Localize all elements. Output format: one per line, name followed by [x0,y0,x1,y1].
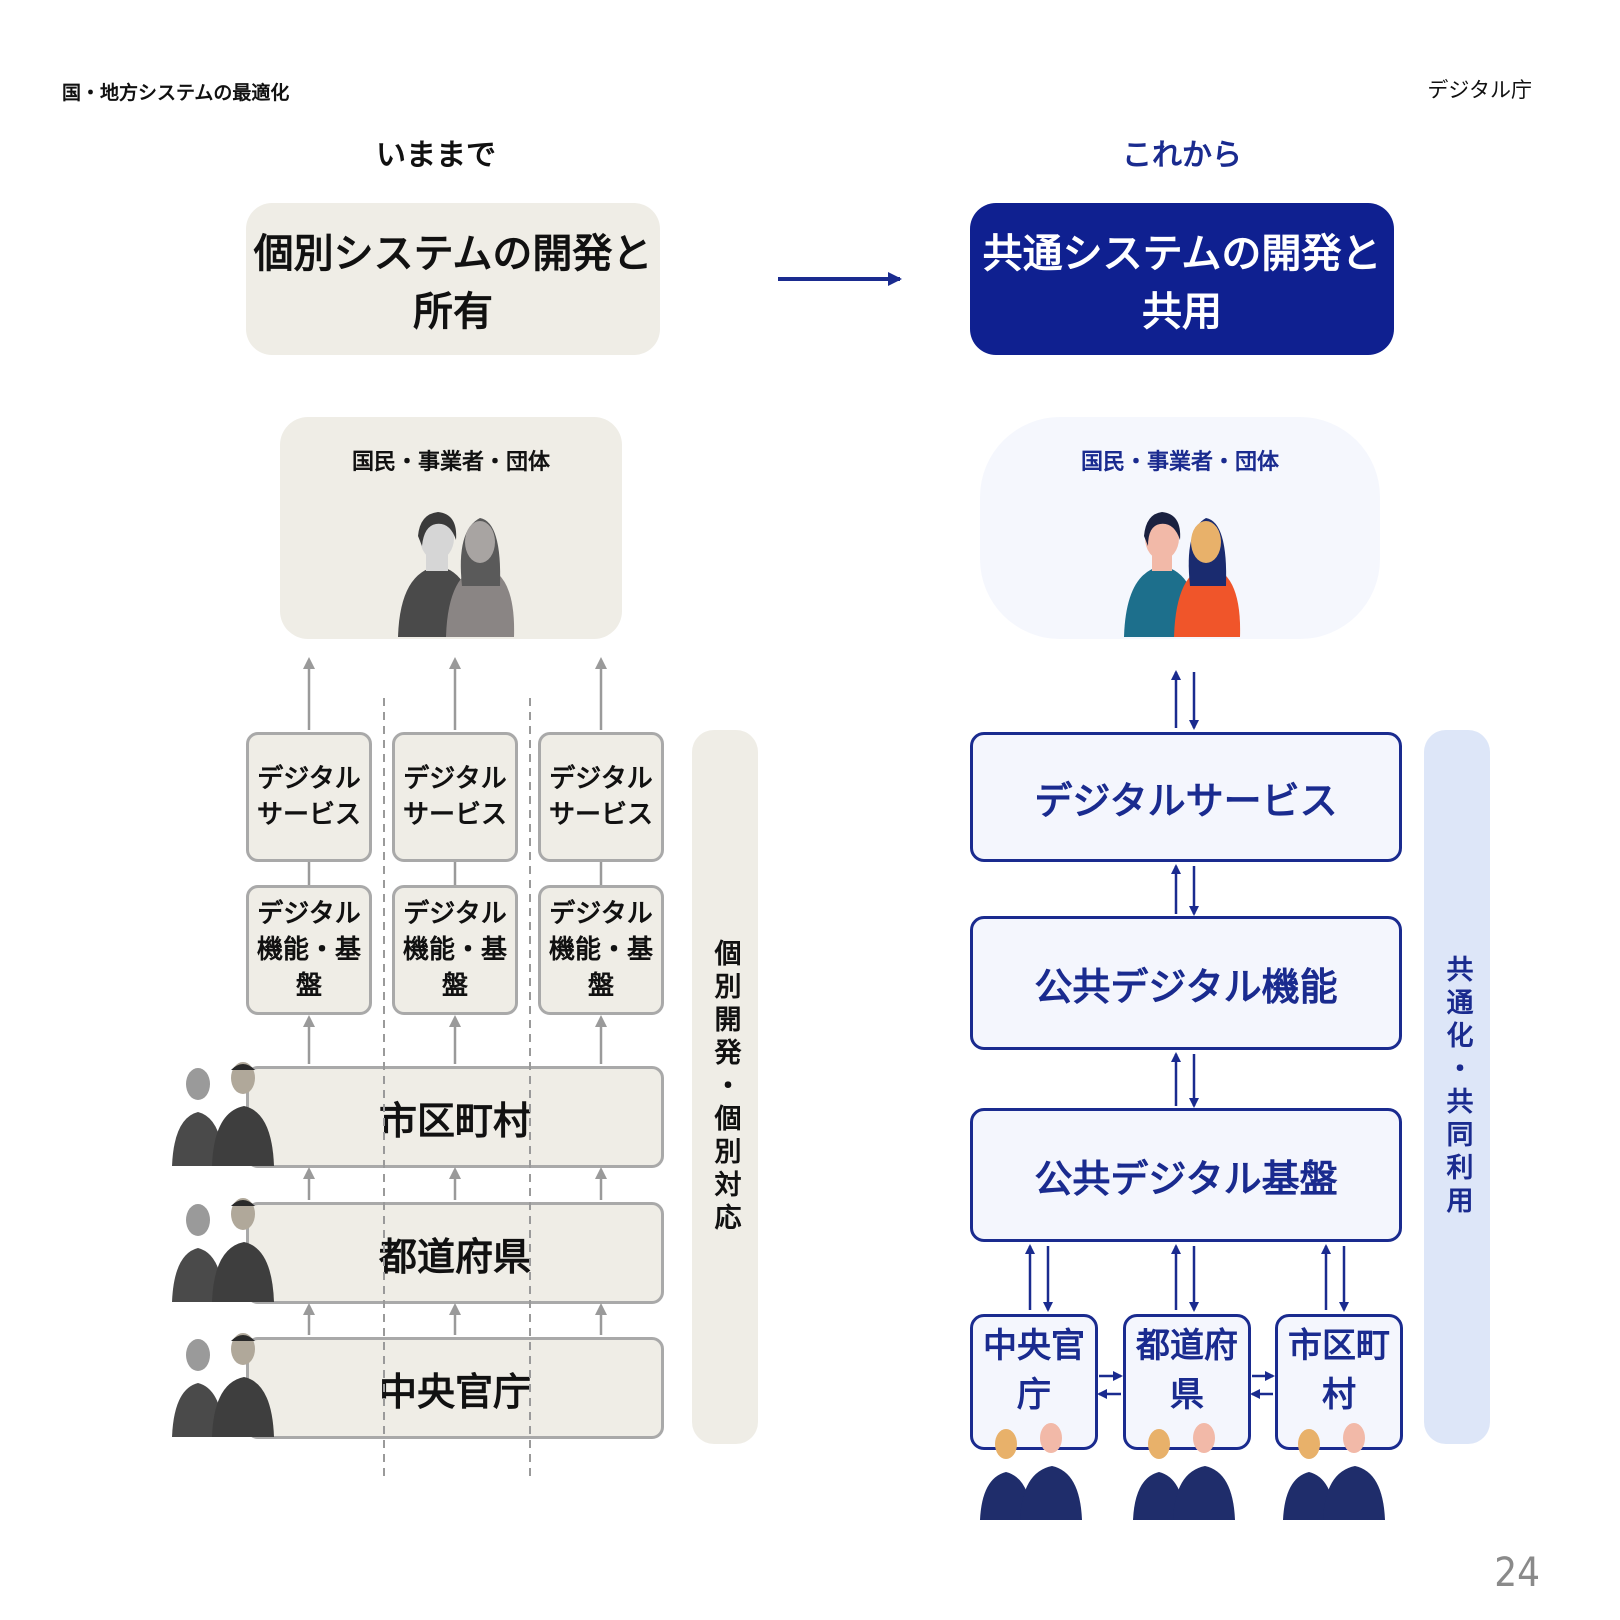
after-body-municipality: 市区町村 [1275,1314,1403,1450]
after-flow-arrows [1025,670,1349,1399]
after-layer-public-function: 公共デジタル機能 [970,916,1402,1050]
after-layer-public-platform: 公共デジタル基盤 [970,1108,1402,1242]
before-function-box-1: デジタル 機能・基盤 [246,885,372,1015]
before-service-box-3: デジタル サービス [538,732,664,862]
before-officials-prefecture [172,1198,274,1302]
after-side-panel: 共通化・共同利用 [1424,730,1490,1444]
before-service-box-2: デジタル サービス [392,732,518,862]
before-officials-central-gov [172,1333,274,1437]
after-side-label: 共通化・共同利用 [1441,955,1473,1219]
org-name: デジタル庁 [1427,78,1532,102]
page-number: 24 [1494,1550,1540,1596]
before-layer-central-gov: 中央官庁 [246,1337,664,1439]
after-layer-digital-service: デジタルサービス [970,732,1402,862]
after-officials-prefecture [1133,1423,1235,1520]
before-side-label: 個別開発・個別対応 [709,938,741,1236]
after-citizens-label: 国民・事業者・団体 [1080,450,1279,475]
before-system-title: 個別システムの開発と所有 [246,203,660,355]
after-citizens-illustration [1124,512,1241,637]
before-side-panel: 個別開発・個別対応 [692,730,758,1444]
before-function-box-3: デジタル 機能・基盤 [538,885,664,1015]
after-officials-municipality [1283,1423,1385,1520]
before-layer-prefecture: 都道府県 [246,1202,664,1304]
after-officials-central-gov [980,1423,1082,1520]
after-heading: これから [1122,138,1242,173]
after-system-title: 共通システムの開発と共用 [970,203,1394,355]
before-heading: いままで [376,138,496,173]
before-citizens-illustration [398,512,515,637]
before-service-box-1: デジタル サービス [246,732,372,862]
after-body-prefecture: 都道府県 [1123,1314,1251,1450]
before-layer-municipality: 市区町村 [246,1066,664,1168]
before-function-box-2: デジタル 機能・基盤 [392,885,518,1015]
before-officials-municipality [172,1062,274,1166]
before-flow-arrows [303,657,607,1335]
before-citizens-label: 国民・事業者・団体 [351,450,550,475]
section-title: 国・地方システムの最適化 [62,82,290,104]
after-body-central-gov: 中央官庁 [970,1314,1098,1450]
